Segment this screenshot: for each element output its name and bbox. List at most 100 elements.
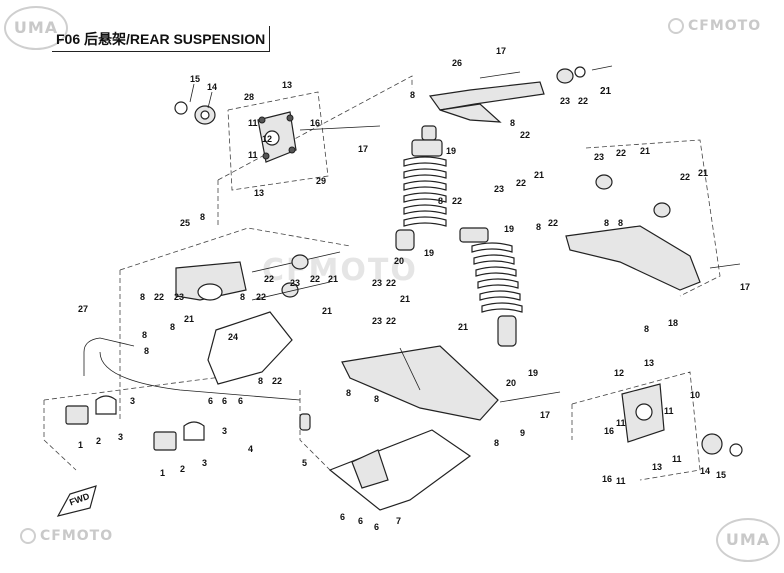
callout-label: 23 <box>494 184 504 194</box>
watermark: CFMOTO <box>262 253 418 288</box>
callout-label: 19 <box>528 368 538 378</box>
callout-label: 21 <box>322 306 332 316</box>
callout-label: 3 <box>130 396 135 406</box>
shock-absorber-right <box>459 227 523 347</box>
callout-label: 10 <box>690 390 700 400</box>
callout-label: 6 <box>374 522 379 532</box>
knuckle-upper-left <box>257 111 381 163</box>
callout-label: 23 <box>594 152 604 162</box>
callout-label: 22 <box>264 274 274 284</box>
callout-label: 17 <box>496 46 506 56</box>
callout-label: 14 <box>700 466 710 476</box>
lower-arm <box>341 345 561 421</box>
callout-label: 11 <box>616 476 626 486</box>
bearing-top-left <box>174 101 216 125</box>
skid-plate-left <box>207 311 293 385</box>
callout-label: 21 <box>184 314 194 324</box>
cfmoto-text: CFMOTO <box>40 528 114 544</box>
callout-label: 22 <box>386 316 396 326</box>
callout-label: 8 <box>410 90 415 100</box>
skid-plate-lower <box>328 429 472 511</box>
callout-label: 15 <box>190 74 200 84</box>
callout-label: 23 <box>372 278 382 288</box>
callout-label: 22 <box>516 178 526 188</box>
upper-arm <box>428 65 613 123</box>
callout-label: 8 <box>144 346 149 356</box>
callout-label: 5 <box>302 458 307 468</box>
callout-label: 17 <box>540 410 550 420</box>
left-bracket <box>175 251 341 301</box>
callout-label: 22 <box>154 292 164 302</box>
callout-label: 21 <box>640 146 650 156</box>
callout-label: 8 <box>510 118 515 128</box>
callout-label: 12 <box>262 134 272 144</box>
callout-label: 13 <box>644 358 654 368</box>
callout-label: 22 <box>452 196 462 206</box>
callout-label: 6 <box>340 512 345 522</box>
callout-label: 20 <box>394 256 404 266</box>
callout-label: 23 <box>174 292 184 302</box>
callout-label: 8 <box>140 292 145 302</box>
callout-label: 4 <box>248 444 253 454</box>
callout-label: 11 <box>672 454 682 464</box>
knuckle-lower-right <box>621 383 743 457</box>
callout-label: 11 <box>248 118 258 128</box>
cfmoto-logo-top-right: CFMOTO <box>668 18 761 34</box>
callout-label: 18 <box>668 318 678 328</box>
cfmoto-logo-bottom-left: CFMOTO <box>20 528 113 544</box>
callout-label: 23 <box>372 316 382 326</box>
callout-label: 3 <box>118 432 123 442</box>
callout-label: 11 <box>248 150 258 160</box>
callout-label: 15 <box>716 470 726 480</box>
callout-label: 22 <box>386 278 396 288</box>
callout-label: 3 <box>202 458 207 468</box>
callout-label: 8 <box>240 292 245 302</box>
callout-label: 13 <box>652 462 662 472</box>
callouts: 15 14 13 28 16 11 11 12 13 29 17 26 17 8… <box>78 46 750 532</box>
callout-label: 21 <box>458 322 468 332</box>
callout-label: 21 <box>698 168 708 178</box>
uma-logo-bottom-right: UMA <box>716 518 780 562</box>
callout-label: 21 <box>534 170 544 180</box>
callout-label: 19 <box>504 224 514 234</box>
callout-label: 22 <box>578 96 588 106</box>
callout-label: 21 <box>400 294 410 304</box>
callout-label: 7 <box>396 516 401 526</box>
page-title: F06 后悬架/REAR SUSPENSION <box>52 26 270 52</box>
callout-label: 22 <box>680 172 690 182</box>
callout-label: 1 <box>78 440 83 450</box>
callout-label: 8 <box>200 212 205 222</box>
callout-label: 23 <box>290 278 300 288</box>
callout-label: 21 <box>600 86 612 97</box>
callout-label: 2 <box>96 436 101 446</box>
callout-label: 20 <box>506 378 516 388</box>
callout-label: 8 <box>536 222 541 232</box>
callout-label: 22 <box>272 376 282 386</box>
cfmoto-mark-icon <box>668 18 684 34</box>
callout-label: 17 <box>740 282 750 292</box>
callout-label: 8 <box>618 218 623 228</box>
callout-label: 19 <box>446 146 456 156</box>
callout-label: 23 <box>560 96 570 106</box>
callout-label: 24 <box>228 332 238 342</box>
callout-label: 28 <box>244 92 254 102</box>
callout-label: 8 <box>258 376 263 386</box>
callout-label: 17 <box>358 144 368 154</box>
callout-label: 26 <box>452 58 462 68</box>
right-arm <box>565 174 741 291</box>
callout-label: 2 <box>180 464 185 474</box>
cfmoto-text: CFMOTO <box>688 18 762 34</box>
callout-label: 27 <box>78 304 88 314</box>
shock-absorber-left <box>395 125 447 251</box>
callout-label: 25 <box>180 218 190 228</box>
callout-label: 1 <box>160 468 165 478</box>
callout-label: 6 <box>222 396 227 406</box>
callout-label: 14 <box>207 82 217 92</box>
callout-label: 3 <box>222 426 227 436</box>
callout-label: 21 <box>328 274 338 284</box>
callout-label: 8 <box>142 330 147 340</box>
fwd-arrow: FWD <box>56 485 97 517</box>
callout-label: 8 <box>644 324 649 334</box>
callout-label: 6 <box>208 396 213 406</box>
